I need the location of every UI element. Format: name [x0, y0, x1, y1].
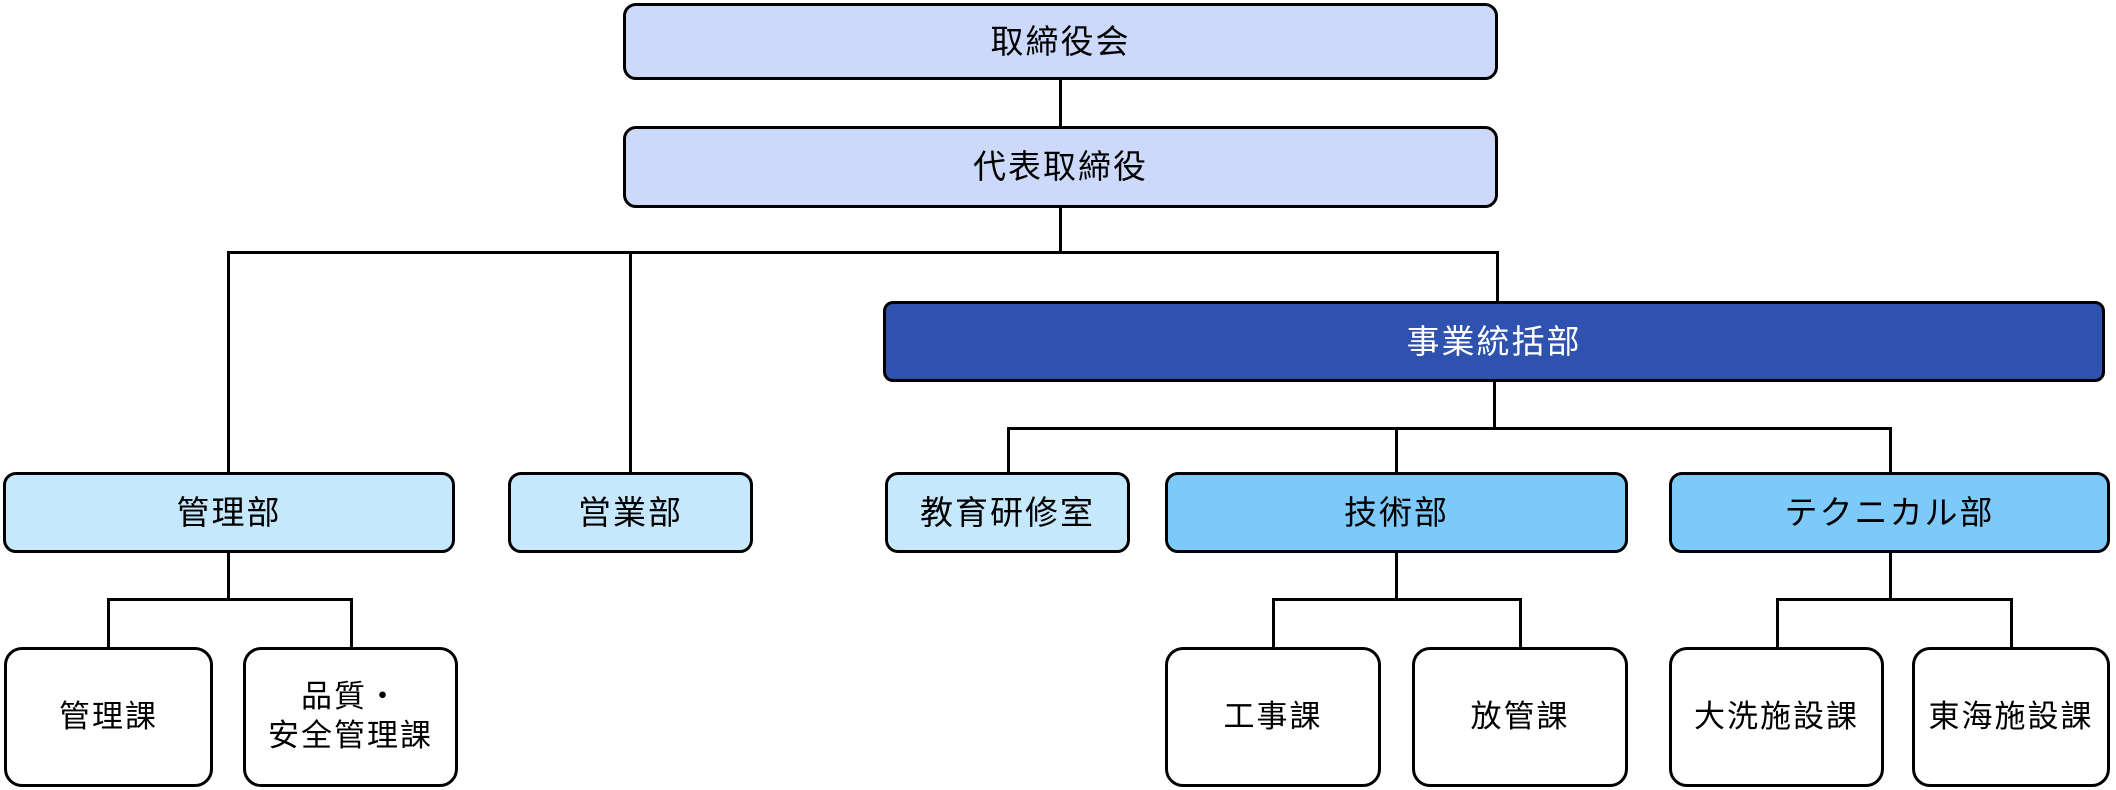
node-quality-safety-section: 品質・ 安全管理課	[243, 647, 458, 787]
connector-line	[1395, 427, 1398, 472]
node-label: 取締役会	[990, 22, 1131, 60]
node-label: 技術部	[1344, 493, 1449, 531]
node-oarai-facility-section: 大洗施設課	[1669, 647, 1884, 787]
connector-line	[227, 553, 230, 600]
connector-line	[107, 598, 110, 647]
node-label: テクニカル部	[1784, 493, 1995, 531]
node-label: 大洗施設課	[1694, 698, 1859, 734]
connector-line	[1059, 208, 1062, 253]
node-label: 工事課	[1223, 698, 1323, 734]
node-radiation-control-section: 放管課	[1412, 647, 1628, 787]
connector-line	[227, 251, 1499, 254]
node-education-training-office: 教育研修室	[885, 472, 1130, 553]
connector-line	[350, 598, 353, 647]
connector-line	[1519, 598, 1522, 647]
node-tokai-facility-section: 東海施設課	[1912, 647, 2110, 787]
node-engineering-department: 技術部	[1165, 472, 1628, 553]
connector-line	[1776, 598, 1779, 647]
node-admin-department: 管理部	[3, 472, 455, 553]
connector-line	[227, 251, 230, 472]
node-sales-department: 営業部	[508, 472, 753, 553]
node-label: 東海施設課	[1928, 698, 2094, 734]
node-label: 管理課	[59, 698, 158, 734]
node-technical-department: テクニカル部	[1669, 472, 2110, 553]
connector-line	[1493, 382, 1496, 429]
node-construction-section: 工事課	[1165, 647, 1381, 787]
connector-line	[629, 251, 632, 472]
node-label: 放管課	[1470, 698, 1570, 734]
connector-line	[1007, 427, 1010, 472]
connector-line	[1272, 598, 1522, 601]
connector-line	[1889, 553, 1892, 600]
node-business-management-division: 事業統括部	[883, 301, 2105, 382]
node-label: 管理部	[176, 493, 282, 531]
node-label: 事業統括部	[1406, 322, 1582, 360]
connector-line	[1007, 427, 1892, 430]
node-label: 代表取締役	[973, 148, 1148, 186]
node-admin-section: 管理課	[4, 647, 213, 787]
connector-line	[2010, 598, 2013, 647]
node-representative-director: 代表取締役	[623, 126, 1498, 208]
node-board-of-directors: 取締役会	[623, 3, 1498, 80]
connector-line	[1496, 251, 1499, 301]
node-label: 品質・ 安全管理課	[268, 679, 433, 753]
connector-line	[1776, 598, 2013, 601]
node-label: 教育研修室	[920, 493, 1095, 531]
node-label: 営業部	[578, 493, 683, 531]
connector-line	[1395, 553, 1398, 600]
connector-line	[107, 598, 353, 601]
connector-line	[1272, 598, 1275, 647]
connector-line	[1059, 80, 1062, 126]
connector-line	[1889, 427, 1892, 472]
